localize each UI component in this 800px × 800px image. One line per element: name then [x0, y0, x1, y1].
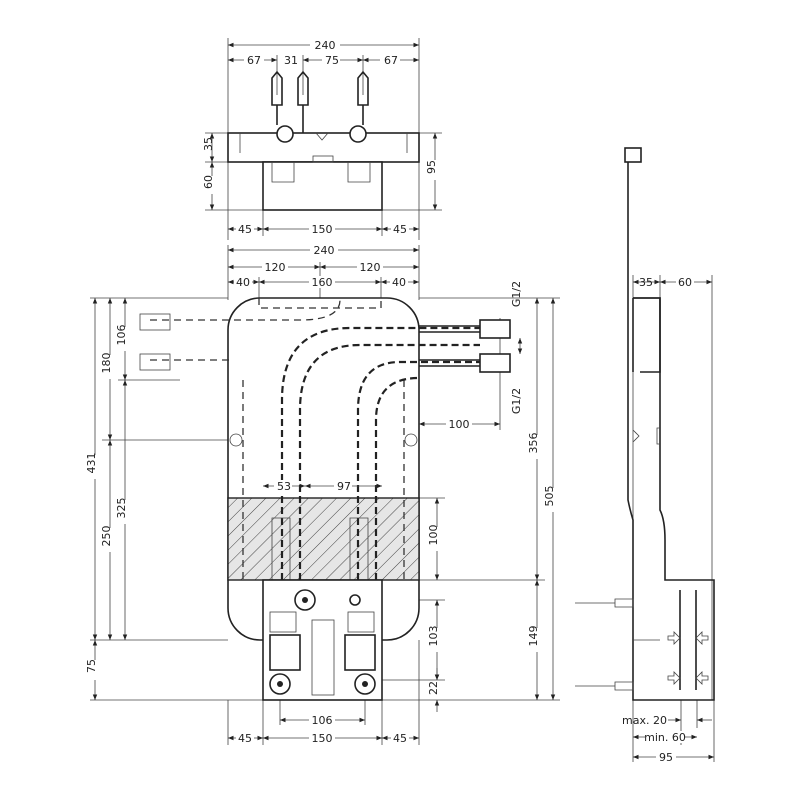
hose-fitting-icon — [139, 313, 511, 373]
dim-left-250: 250 — [100, 526, 113, 547]
dim-left-106: 106 — [115, 325, 128, 346]
dim-left-180: 180 — [100, 353, 113, 374]
dim-left-325: 325 — [115, 498, 128, 519]
dim-top-240: 240 — [315, 39, 336, 52]
dim-bottom-106: 106 — [312, 714, 333, 727]
dim-right-505: 505 — [543, 486, 556, 507]
dim-left-75: 75 — [85, 659, 98, 673]
dim-front-160: 160 — [312, 276, 333, 289]
dim-right-356: 356 — [527, 433, 540, 454]
dim-top-75: 75 — [325, 54, 339, 67]
dim-top-67-left: 67 — [247, 54, 261, 67]
dim-top-35: 35 — [202, 137, 215, 151]
dim-top-67-right: 67 — [384, 54, 398, 67]
dim-front-120-left: 120 — [265, 261, 286, 274]
dim-right-22: 22 — [427, 681, 440, 695]
dim-right-149: 149 — [527, 626, 540, 647]
dim-bottom-45-right: 45 — [393, 732, 407, 745]
dim-top-45-right: 45 — [393, 223, 407, 236]
top-box — [262, 161, 383, 211]
top-view: 240 67 31 75 67 35 60 95 — [202, 38, 442, 240]
arrow-icon — [667, 631, 709, 685]
thread-label-upper: G1/2 — [510, 281, 523, 307]
dim-hatch-100: 100 — [427, 525, 440, 546]
dim-side-min-60: min. 60 — [644, 731, 686, 744]
wall-anchor-icon — [575, 598, 634, 691]
dim-left-431: 431 — [85, 453, 98, 474]
dim-top-95: 95 — [425, 160, 438, 174]
wall-anchor-icon — [271, 70, 369, 133]
dim-bottom-45-left: 45 — [238, 732, 252, 745]
dim-front-40-left: 40 — [236, 276, 250, 289]
dim-front-240: 240 — [314, 244, 335, 257]
thread-label-lower: G1/2 — [510, 388, 523, 414]
dim-bottom-150: 150 — [312, 732, 333, 745]
dim-top-150: 150 — [312, 223, 333, 236]
dim-side-95: 95 — [659, 751, 673, 764]
dim-top-45-left: 45 — [238, 223, 252, 236]
dim-front-40-right: 40 — [392, 276, 406, 289]
dim-front-97: 97 — [337, 480, 351, 493]
side-view: 35 60 max. 20 min. 60 95 — [575, 147, 715, 764]
dim-front-120-right: 120 — [360, 261, 381, 274]
dim-side-60: 60 — [678, 276, 692, 289]
front-view: 240 120 120 40 160 40 — [85, 244, 560, 745]
hatched-zone — [227, 497, 420, 581]
dim-top-60: 60 — [202, 175, 215, 189]
dim-top-31: 31 — [284, 54, 298, 67]
dim-right-103: 103 — [427, 626, 440, 647]
top-body — [227, 132, 420, 163]
dim-front-53: 53 — [277, 480, 291, 493]
dim-side-max-20: max. 20 — [622, 714, 667, 727]
dim-side-35: 35 — [639, 276, 653, 289]
dim-outlet-100: 100 — [449, 418, 470, 431]
